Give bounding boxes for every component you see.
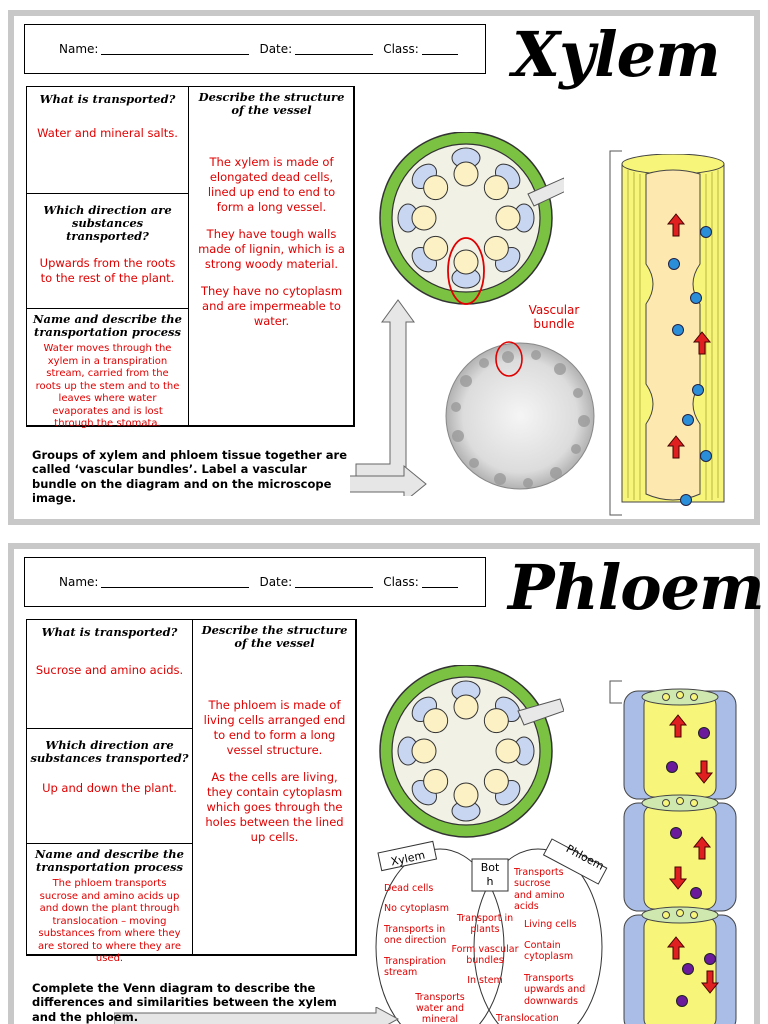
venn-item[interactable]: Transpiration stream — [384, 955, 446, 978]
venn-both-items: Transport in plants Form vascular bundle… — [450, 913, 520, 986]
page-title: Phloem — [508, 551, 765, 624]
q-direction: Which direction are substances transport… — [26, 193, 189, 309]
date-field[interactable] — [295, 576, 374, 588]
q-heading: What is transported? — [41, 625, 178, 639]
venn-item[interactable]: Transports water and mineral salts — [415, 992, 465, 1024]
name-label: Name: — [59, 575, 99, 589]
arrow — [114, 1007, 400, 1024]
q-answer[interactable]: Water moves through the xylem in a trans… — [35, 343, 180, 430]
venn-label-phloem-box — [542, 838, 608, 885]
q-heading: Name and describe the transportation pro… — [35, 847, 184, 875]
venn-item[interactable]: Transport in plants — [456, 913, 514, 936]
q-structure: Describe the structure of the vessel The… — [192, 619, 357, 956]
venn-item[interactable]: Contain cytoplasm — [524, 939, 574, 963]
q-answer[interactable]: Up and down the plant. — [42, 781, 177, 796]
venn-item[interactable]: Translocation — [496, 1013, 559, 1024]
venn-item[interactable]: Living cells — [524, 918, 577, 930]
date-label: Date: — [259, 575, 293, 589]
q-answer[interactable]: Sucrose and amino acids. — [35, 663, 184, 678]
pointer-arrow — [527, 177, 564, 207]
stem-cross-section-diagram — [379, 132, 564, 305]
arrows — [350, 299, 427, 496]
venn-item[interactable]: In stem — [467, 974, 503, 986]
venn-item[interactable]: Transports sucrose and amino acids — [514, 867, 565, 913]
stem-cross-section-diagram — [379, 665, 564, 838]
vascular-bundle-label-circle — [495, 341, 523, 377]
q-answer-3[interactable]: They have no cytoplasm and are impermeab… — [200, 284, 343, 328]
class-label: Class: — [383, 42, 419, 56]
question-table: What is transported? Sucrose and amino a… — [26, 619, 357, 964]
venn-item[interactable]: Dead cells — [384, 883, 434, 894]
name-field[interactable] — [101, 576, 250, 588]
name-field[interactable] — [101, 43, 250, 55]
venn-item[interactable]: No cytoplasm — [384, 903, 450, 915]
venn-item[interactable]: Transports in one direction — [384, 923, 447, 947]
q-answer-1[interactable]: The xylem is made of elongated dead cell… — [207, 155, 336, 215]
class-label: Class: — [383, 575, 419, 589]
q-answer-2[interactable]: As the cells are living, they contain cy… — [205, 770, 344, 844]
instruction-text: Groups of xylem and phloem tissue togeth… — [32, 448, 347, 506]
q-what-transported: What is transported? Water and mineral s… — [26, 86, 189, 194]
vascular-bundles — [397, 680, 535, 822]
q-heading: Describe the structure of the vessel — [201, 623, 348, 651]
venn-label-xylem-box — [377, 840, 438, 872]
q-heading: Describe the structure of the vessel — [198, 90, 345, 118]
student-info-box: Name: Date: Class: — [24, 24, 486, 74]
microscope-image — [445, 341, 595, 490]
venn-label-both-line1: Bot — [480, 861, 500, 874]
venn-label-both-box — [471, 858, 509, 892]
q-heading: Which direction are substances transport… — [30, 738, 189, 766]
bracket — [609, 680, 622, 704]
vascular-bundle-label-circle — [447, 237, 485, 305]
venn-item[interactable]: Form vascular bundles — [451, 943, 519, 967]
venn-diagram — [375, 838, 608, 1024]
q-direction: Which direction are substances transport… — [26, 728, 193, 844]
venn-item[interactable]: Transports upwards and downwards — [524, 972, 586, 1007]
student-info-box: Name: Date: Class: — [24, 557, 486, 607]
xylem-vessel-diagram — [621, 154, 725, 506]
venn-xylem-items: Dead cells No cytoplasm Transports in on… — [384, 883, 454, 978]
date-field[interactable] — [295, 43, 374, 55]
vascular-bundle-label: Vascular bundle — [528, 303, 580, 331]
bracket — [609, 150, 622, 516]
venn-label-both: Bot h — [472, 861, 508, 890]
venn-phloem-items: Transports sucrose and amino acids Livin… — [514, 867, 594, 1007]
phloem-worksheet: Name: Date: Class: Phloem What is transp… — [8, 543, 765, 1024]
q-heading: Name and describe the transportation pro… — [33, 312, 182, 340]
pointer-arrow — [517, 698, 564, 726]
venn-label-both-line2: h — [486, 875, 494, 889]
q-what-transported: What is transported? Sucrose and amino a… — [26, 619, 193, 729]
q-answer[interactable]: The phloem transports sucrose and amino … — [38, 878, 181, 965]
instruction-text: Complete the Venn diagram to describe th… — [32, 981, 337, 1024]
q-process: Name and describe the transportation pro… — [26, 308, 189, 429]
q-heading: What is transported? — [39, 92, 176, 106]
q-process: Name and describe the transportation pro… — [26, 843, 193, 964]
q-structure: Describe the structure of the vessel The… — [188, 86, 355, 427]
vascular-bundles — [397, 147, 535, 289]
class-field[interactable] — [421, 43, 458, 55]
xylem-worksheet: Name: Date: Class: Xylem What is transpo… — [8, 10, 760, 525]
q-answer-1[interactable]: The phloem is made of living cells arran… — [203, 698, 346, 758]
q-answer[interactable]: Water and mineral salts. — [37, 126, 178, 141]
name-label: Name: — [59, 42, 99, 56]
class-field[interactable] — [421, 576, 458, 588]
q-heading: Which direction are substances transport… — [43, 203, 172, 244]
q-answer[interactable]: Upwards from the roots to the rest of th… — [39, 255, 176, 285]
date-label: Date: — [259, 42, 293, 56]
question-table: What is transported? Water and mineral s… — [26, 86, 355, 429]
q-answer-2[interactable]: They have tough walls made of lignin, wh… — [198, 227, 345, 272]
page-title: Xylem — [512, 18, 721, 91]
phloem-vessel-diagram — [623, 688, 737, 1024]
